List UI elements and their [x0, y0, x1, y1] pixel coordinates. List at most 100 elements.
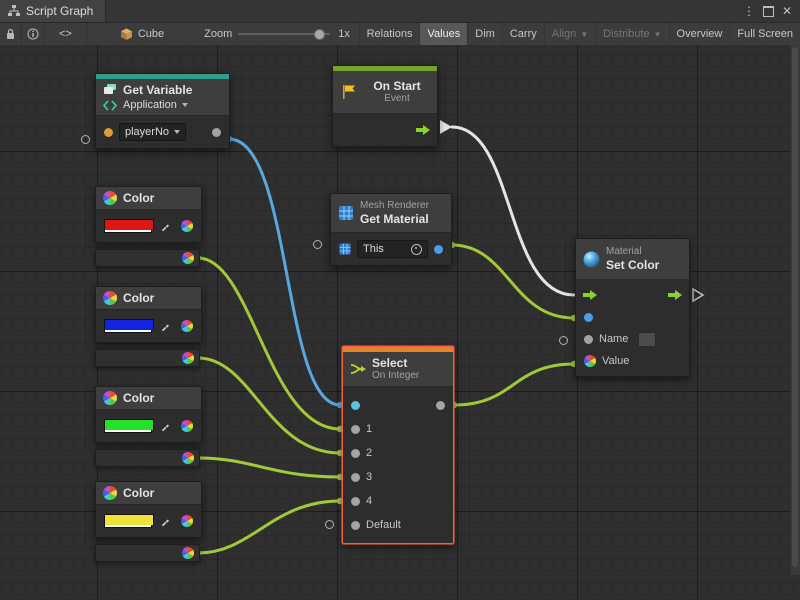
- eyedropper-icon[interactable]: [160, 515, 169, 527]
- port-option-4[interactable]: [351, 496, 360, 506]
- node-on-start[interactable]: On Start Event: [332, 65, 438, 147]
- node-get-material[interactable]: Mesh Renderer Get Material This: [330, 193, 452, 266]
- variable-scope-dropdown[interactable]: Application: [123, 99, 188, 111]
- object-picker-icon[interactable]: [411, 243, 422, 255]
- port-color-output[interactable]: [181, 220, 193, 232]
- menu-dots-icon[interactable]: ⋮: [742, 4, 755, 18]
- field-label: Name: [599, 333, 629, 345]
- zoom-slider-knob[interactable]: [314, 29, 326, 40]
- chevron-down-icon: ▼: [580, 29, 589, 39]
- close-icon[interactable]: ✕: [781, 4, 792, 18]
- relations-button[interactable]: Relations: [358, 23, 420, 45]
- node-title: Color: [123, 486, 155, 500]
- option-label: 2: [366, 447, 373, 459]
- carry-button[interactable]: Carry: [501, 23, 544, 45]
- chevron-down-icon: [181, 103, 188, 107]
- wire-flow-onstart-to-setcolor[interactable]: [450, 125, 576, 297]
- port-option-2[interactable]: [351, 448, 360, 458]
- port-option-1[interactable]: [351, 424, 360, 434]
- port-color-output[interactable]: [182, 547, 194, 559]
- toolbar-right-group: Relations Values Dim Carry Align▼ Distri…: [358, 23, 800, 45]
- node-accent-strip: [96, 74, 229, 79]
- scrollbar-thumb[interactable]: [792, 47, 798, 567]
- eyedropper-icon[interactable]: [160, 220, 169, 232]
- port-material-input[interactable]: [584, 312, 593, 322]
- color-1-output-bar[interactable]: [95, 249, 200, 267]
- fullscreen-button[interactable]: Full Screen: [729, 23, 800, 45]
- port-color-output[interactable]: [181, 420, 193, 432]
- select-icon: [350, 364, 366, 374]
- node-color-4[interactable]: Color: [95, 481, 202, 538]
- port-option-3[interactable]: [351, 472, 360, 482]
- unconnected-port-ring[interactable]: [559, 336, 568, 345]
- tab-script-graph[interactable]: Script Graph: [0, 0, 107, 22]
- inspect-button[interactable]: [22, 23, 45, 45]
- exec-input-port[interactable]: [582, 289, 598, 301]
- color-wheel-icon: [103, 191, 117, 205]
- port-selector-input[interactable]: [351, 400, 360, 410]
- lock-button[interactable]: [0, 23, 22, 45]
- color-swatch-field[interactable]: [104, 419, 154, 433]
- exec-output-port[interactable]: [667, 289, 683, 301]
- unconnected-port-ring[interactable]: [81, 135, 90, 144]
- dim-button[interactable]: Dim: [467, 23, 502, 45]
- color-swatch-field[interactable]: [104, 219, 154, 233]
- values-button[interactable]: Values: [419, 23, 468, 45]
- port-name-input[interactable]: [584, 334, 593, 344]
- wire-color2-to-select2[interactable]: [196, 356, 342, 455]
- edit-source-button[interactable]: <>: [45, 23, 87, 45]
- option-label: 4: [366, 495, 373, 507]
- port-color-output[interactable]: [182, 352, 194, 364]
- wire-color4-to-select4[interactable]: [196, 499, 342, 555]
- maximize-icon[interactable]: [762, 5, 774, 17]
- align-dropdown[interactable]: Align▼: [543, 23, 595, 45]
- variable-scope-label: Application: [123, 99, 177, 111]
- port-value-output[interactable]: [212, 127, 221, 137]
- port-color-output[interactable]: [182, 252, 194, 264]
- port-color-output[interactable]: [182, 452, 194, 464]
- color-swatch-field[interactable]: [104, 514, 154, 528]
- port-selection-output[interactable]: [436, 400, 445, 410]
- wire-color3-to-select3[interactable]: [196, 456, 342, 479]
- graph-canvas[interactable]: Get Variable Application playerNo: [0, 45, 800, 600]
- wire-color1-to-select1[interactable]: [196, 256, 342, 431]
- node-get-variable[interactable]: Get Variable Application playerNo: [95, 73, 230, 149]
- zoom-slider[interactable]: [238, 29, 331, 40]
- port-variable-name-input[interactable]: [104, 127, 113, 137]
- chevron-down-icon: ▼: [653, 29, 662, 39]
- unconnected-port-ring[interactable]: [313, 240, 322, 249]
- node-select[interactable]: Select On Integer 1 2: [342, 346, 454, 544]
- distribute-dropdown[interactable]: Distribute▼: [595, 23, 668, 45]
- target-object-field[interactable]: This: [357, 240, 428, 258]
- node-title: On Start: [373, 78, 421, 93]
- option-label: Default: [366, 519, 401, 531]
- name-input-field[interactable]: [638, 331, 657, 347]
- eyedropper-icon[interactable]: [160, 320, 169, 332]
- info-icon: [27, 28, 39, 40]
- node-set-color[interactable]: Material Set Color: [575, 238, 690, 377]
- variable-name-dropdown[interactable]: playerNo: [119, 123, 187, 141]
- exec-output-port[interactable]: [415, 124, 431, 136]
- wire-getmaterial-to-setcolor[interactable]: [450, 243, 576, 320]
- overview-button[interactable]: Overview: [668, 23, 730, 45]
- eyedropper-icon[interactable]: [160, 420, 169, 432]
- port-color-output[interactable]: [181, 320, 193, 332]
- node-color-2[interactable]: Color: [95, 286, 202, 343]
- vertical-scrollbar[interactable]: [790, 45, 800, 575]
- color-swatch-field[interactable]: [104, 319, 154, 333]
- titlebar-controls: ⋮ ✕: [743, 0, 800, 22]
- graph-object[interactable]: Cube: [113, 23, 171, 45]
- port-material-output[interactable]: [434, 244, 443, 254]
- wire-playerno-to-select[interactable]: [227, 137, 342, 407]
- color-2-output-bar[interactable]: [95, 349, 200, 367]
- wire-select-to-setcolor-value[interactable]: [452, 362, 576, 407]
- node-color-3[interactable]: Color: [95, 386, 202, 443]
- port-value-input[interactable]: [584, 355, 596, 367]
- node-color-1[interactable]: Color: [95, 186, 202, 243]
- color-4-output-bar[interactable]: [95, 544, 200, 562]
- unconnected-port-ring[interactable]: [325, 520, 334, 529]
- color-3-output-bar[interactable]: [95, 449, 200, 467]
- port-option-default[interactable]: [351, 520, 360, 530]
- material-sphere-icon: [583, 251, 600, 267]
- port-color-output[interactable]: [181, 515, 193, 527]
